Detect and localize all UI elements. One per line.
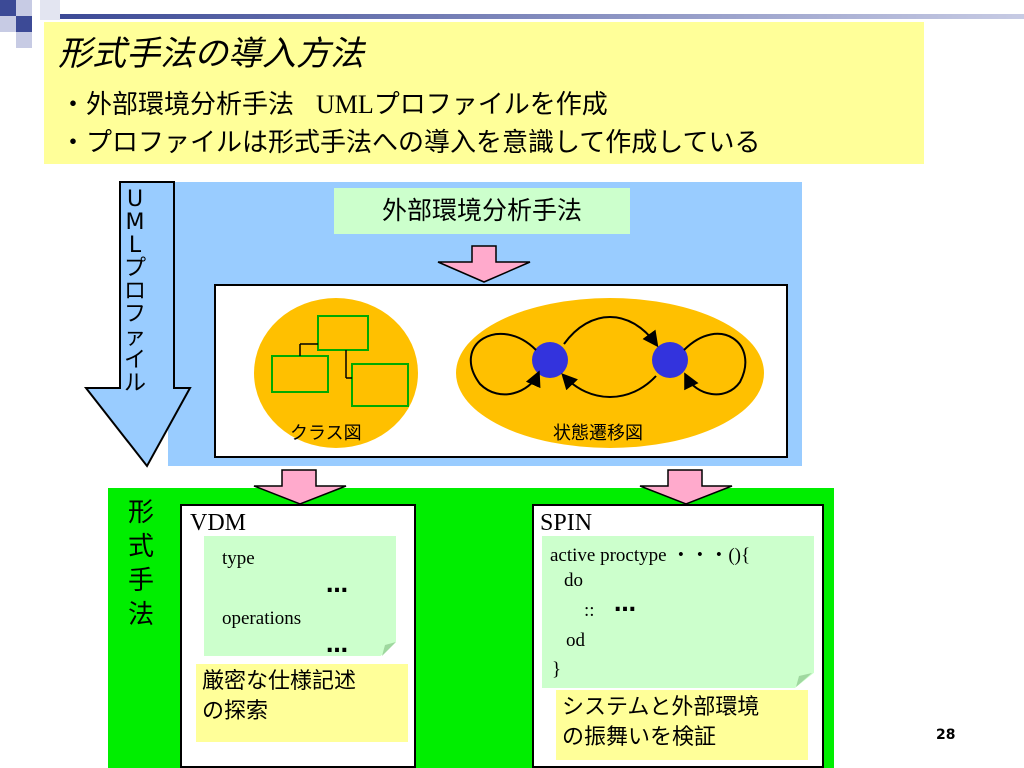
- decor-square: [40, 0, 60, 20]
- vchar: イ: [123, 348, 146, 373]
- vchar: U: [126, 187, 144, 212]
- vchar: 法: [127, 600, 154, 630]
- class-diagram-oval: [254, 298, 418, 448]
- vdm-operations-line: operations: [222, 608, 302, 629]
- bullet-1-prefix: ・外部環境分析手法: [60, 90, 295, 120]
- spin-ellipsis: …: [614, 592, 636, 617]
- spin-note-line-2: の振舞いを検証: [562, 725, 717, 750]
- spin-line-2: do: [564, 570, 583, 591]
- vchar: M: [125, 210, 145, 235]
- spin-code-note: [542, 536, 814, 688]
- vchar: ル: [123, 371, 146, 396]
- decor-square: [16, 32, 32, 48]
- uml-profile-arrow: [83, 181, 192, 468]
- bullet-1: ・外部環境分析手法 UMLプロファイルを作成: [60, 84, 608, 121]
- pink-arrow-icon: [437, 245, 531, 283]
- class-diagram-icon: [271, 315, 409, 407]
- vchar: 式: [127, 532, 154, 562]
- bullet-1-uml: UML: [316, 90, 374, 119]
- spin-heading: SPIN: [540, 510, 593, 536]
- vdm-note-line-1: 厳密な仕様記述: [202, 669, 357, 694]
- spin-line-4: od: [566, 630, 585, 651]
- vchar: 形: [127, 498, 154, 528]
- vdm-code-note: [204, 536, 396, 656]
- vdm-ellipsis-2: …: [326, 633, 348, 658]
- vchar: ァ: [123, 325, 146, 350]
- vchar: L: [128, 233, 142, 258]
- pink-arrow-icon: [639, 469, 733, 505]
- formal-method-vertical-label: 形 式 手 法: [126, 496, 156, 632]
- vchar: ロ: [123, 279, 146, 304]
- title-box: [44, 22, 924, 164]
- decor-square: [16, 0, 32, 16]
- note-fold-icon: [382, 642, 396, 656]
- decor-square: [0, 0, 16, 16]
- decor-square: [0, 16, 16, 32]
- vchar: 手: [127, 566, 154, 596]
- spin-note: システムと外部環境 の振舞いを検証: [556, 690, 808, 760]
- spin-line-3: ::: [584, 600, 595, 621]
- vchar: プ: [123, 256, 146, 281]
- note-fold-icon: [796, 673, 812, 687]
- state-diagram-label: 状態遷移図: [553, 423, 643, 444]
- page-number: 28: [936, 727, 956, 743]
- decor-square: [16, 16, 32, 32]
- analysis-method-box: 外部環境分析手法: [334, 188, 630, 234]
- title-rule: [60, 14, 1024, 19]
- vdm-heading: VDM: [190, 510, 247, 536]
- uml-profile-vertical-label: U M L プ ロ フ ァ イ ル: [120, 188, 150, 395]
- bullet-1-suffix: プロファイルを作成: [373, 90, 608, 120]
- vchar: フ: [123, 302, 146, 327]
- slide-title: 形式手法の導入方法: [58, 34, 364, 74]
- vdm-ellipsis-1: …: [326, 573, 348, 598]
- state-diagram-oval: [456, 298, 764, 448]
- pink-arrow-icon: [253, 469, 347, 505]
- vdm-note-line-2: の探索: [202, 699, 269, 724]
- spin-note-line-1: システムと外部環境: [562, 695, 760, 720]
- state-diagram-icon: [469, 316, 747, 398]
- vdm-type-line: type: [222, 548, 255, 569]
- bullet-2: ・プロファイルは形式手法への導入を意識して作成している: [60, 128, 761, 158]
- vdm-note: 厳密な仕様記述 の探索: [196, 664, 408, 742]
- spin-line-5: }: [552, 659, 562, 680]
- class-diagram-label: クラス図: [290, 423, 362, 444]
- spin-line-1: active proctype ・・・(){: [550, 545, 751, 566]
